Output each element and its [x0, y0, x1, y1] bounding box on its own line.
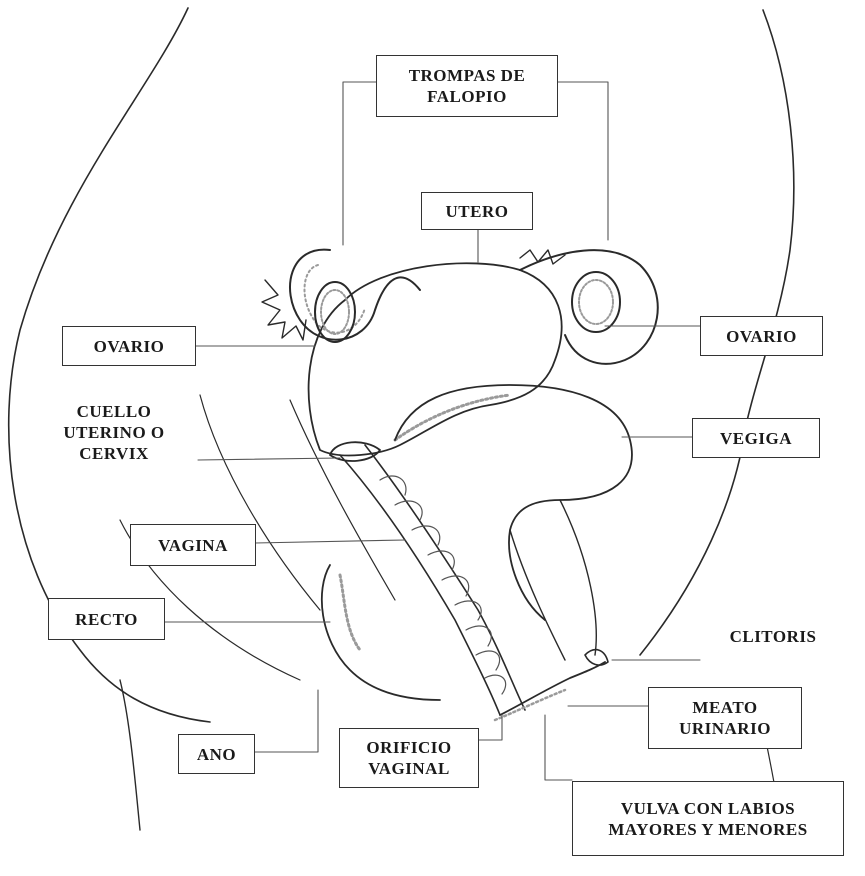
body-outline-left-lower [120, 680, 140, 830]
pubic-symphysis [560, 500, 596, 655]
uterus [309, 263, 562, 455]
vagina-rugae [380, 476, 506, 694]
rectum [322, 565, 440, 700]
label-clitoris: CLITORIS [698, 615, 848, 657]
fallopian-tube-left-inner [305, 265, 366, 333]
label-ovario-left: OVARIO [62, 326, 196, 366]
label-vulva-labios: VULVA CON LABIOS MAYORES Y MENORES [572, 781, 844, 856]
label-trompas-de-falopio: TROMPAS DE FALOPIO [376, 55, 558, 117]
label-vagina: VAGINA [130, 524, 256, 566]
label-recto: RECTO [48, 598, 165, 640]
label-orificio-vaginal: ORIFICIO VAGINAL [339, 728, 479, 788]
urethra [510, 530, 565, 660]
vagina-canal-front [365, 445, 525, 710]
fallopian-tube-left [290, 250, 420, 340]
label-vegiga: VEGIGA [692, 418, 820, 458]
rectum-back-line [290, 400, 395, 600]
label-utero: UTERO [421, 192, 533, 230]
vagina-canal-back [340, 455, 500, 715]
fimbriae-right [520, 250, 565, 264]
fallopian-tube-right [520, 250, 658, 364]
label-ovario-right: OVARIO [700, 316, 823, 356]
fimbriae-left [262, 280, 306, 340]
label-cuello-uterino-cervix: CUELLO UTERINO O CERVIX [28, 396, 200, 468]
label-meato-urinario: MEATO URINARIO [648, 687, 802, 749]
leader-lines [165, 82, 700, 780]
label-ano: ANO [178, 734, 255, 774]
